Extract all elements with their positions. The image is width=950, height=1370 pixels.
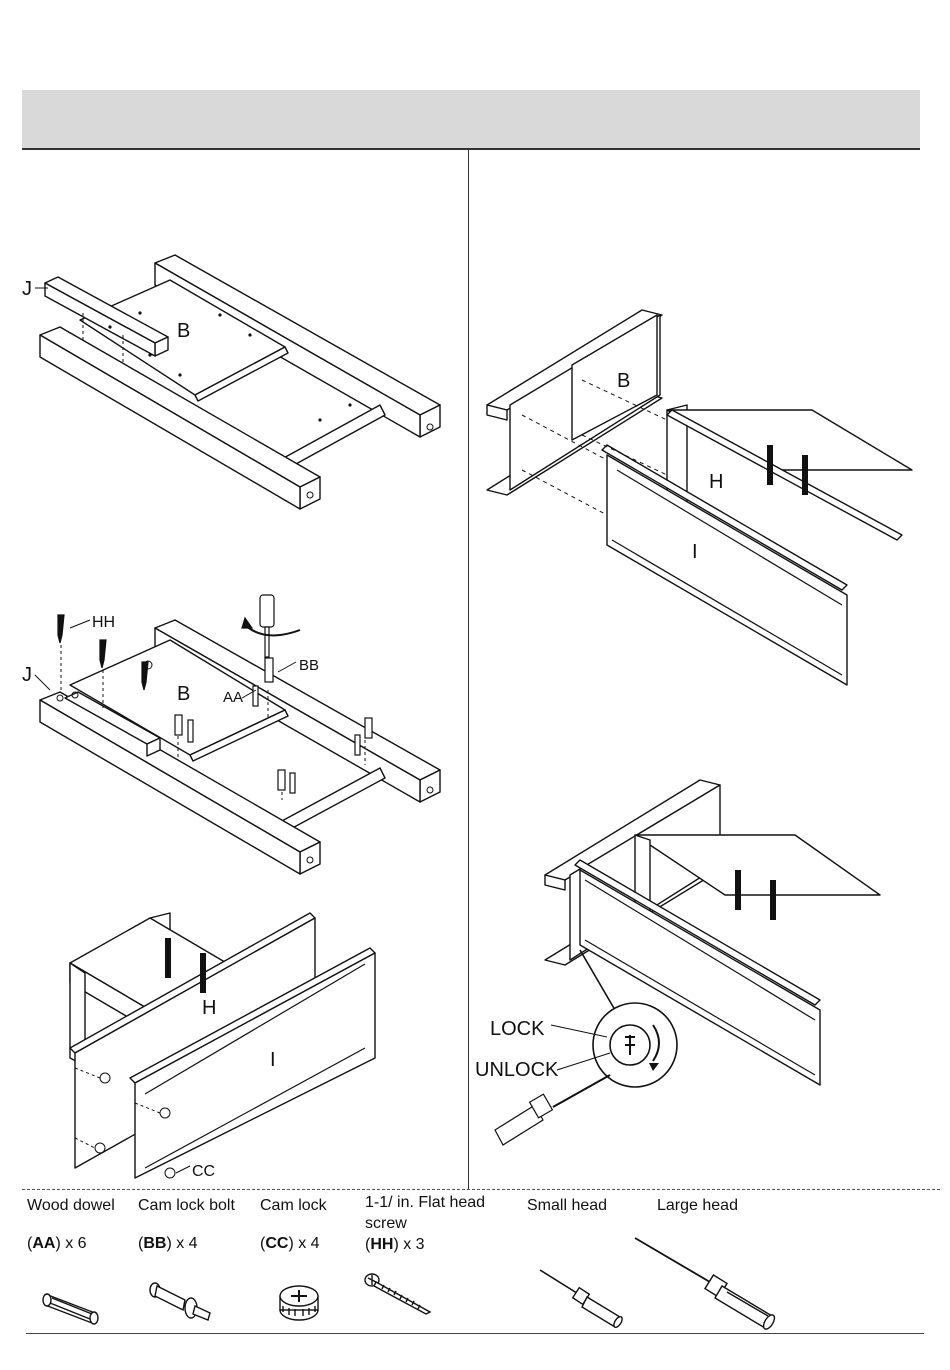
- column-divider: [468, 150, 469, 1190]
- step4-illustration: B H I: [482, 305, 922, 685]
- part-hh-label: HH: [92, 614, 115, 631]
- unlock-label: UNLOCK: [475, 1059, 559, 1081]
- part-j-label: J: [22, 278, 32, 300]
- footer-rule: [26, 1333, 924, 1334]
- lock-label: LOCK: [490, 1018, 545, 1040]
- part-i-label: I: [270, 1049, 276, 1071]
- part-bb-label: BB: [299, 657, 319, 674]
- part-b-label: B: [177, 320, 190, 342]
- small-screwdriver-icon: [535, 1265, 630, 1330]
- hardware-name: Cam lock bolt: [138, 1195, 258, 1216]
- hardware-qty: (BB) x 4: [138, 1233, 258, 1254]
- part-h-label: H: [202, 997, 216, 1019]
- tool-small-head: Small head: [527, 1195, 607, 1216]
- flat-head-screw-icon: [362, 1270, 437, 1318]
- cam-lock-bolt-icon: [145, 1278, 220, 1323]
- part-aa-label: AA: [223, 689, 243, 706]
- step-header-band: [22, 90, 920, 150]
- tool-large-head: Large head: [657, 1195, 738, 1216]
- part-j-label: J: [22, 664, 32, 686]
- hardware-qty: (CC) x 4: [260, 1233, 360, 1254]
- tool-name: Small head: [527, 1195, 607, 1216]
- hardware-qty: (HH) x 3: [365, 1234, 505, 1255]
- step1-illustration: J B: [20, 255, 450, 515]
- hardware-qty: (AA) x 6: [27, 1233, 137, 1254]
- part-b-label: B: [617, 370, 630, 392]
- step3-illustration: H I CC: [60, 908, 390, 1188]
- wood-dowel-icon: [40, 1283, 110, 1328]
- hardware-item-cc: Cam lock (CC) x 4: [260, 1195, 360, 1254]
- hardware-name: Wood dowel: [27, 1195, 137, 1216]
- large-screwdriver-icon: [630, 1230, 780, 1330]
- part-h-label: H: [709, 471, 723, 493]
- part-cc-label: CC: [192, 1163, 215, 1180]
- hardware-name: Cam lock: [260, 1195, 360, 1216]
- part-b-label: B: [177, 683, 190, 705]
- hardware-name-line2: screw: [365, 1213, 505, 1234]
- hardware-item-bb: Cam lock bolt (BB) x 4: [138, 1195, 258, 1254]
- tool-name: Large head: [657, 1195, 738, 1216]
- cam-lock-icon: [275, 1278, 325, 1326]
- hardware-name: 1-1/ in. Flat head: [365, 1192, 505, 1213]
- step2-illustration: HH J B AA BB: [20, 590, 450, 875]
- part-i-label: I: [692, 541, 698, 563]
- hardware-separator: [22, 1189, 940, 1190]
- step5-illustration: LOCK UNLOCK: [475, 775, 895, 1145]
- hardware-item-hh: 1-1/ in. Flat head screw (HH) x 3: [365, 1192, 505, 1255]
- hardware-item-aa: Wood dowel (AA) x 6: [27, 1195, 137, 1254]
